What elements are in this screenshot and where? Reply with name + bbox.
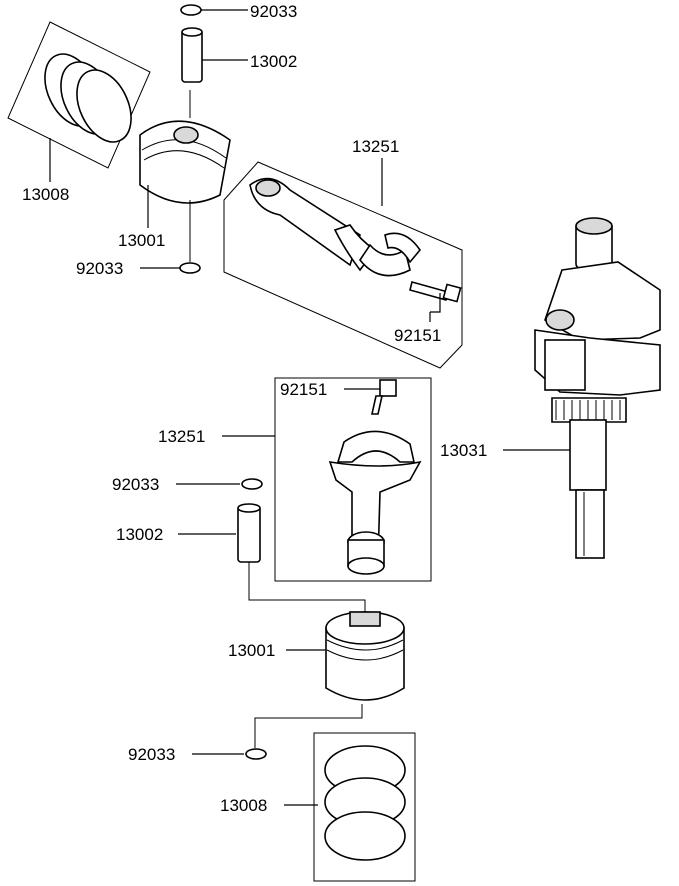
callout-bolt-mid: 92151 — [280, 380, 327, 399]
clip-low — [241, 478, 263, 490]
piston-ring-set-top — [7, 21, 151, 169]
callout-piston-low: 13001 — [228, 641, 275, 660]
callout-clip-low: 92033 — [112, 475, 159, 494]
clip-top — [180, 4, 202, 16]
callout-pin-top: 13002 — [250, 52, 297, 71]
callout-rod-top: 13251 — [352, 137, 399, 156]
callout-rod-mid: 13251 — [158, 427, 205, 446]
piston-top — [139, 90, 231, 262]
callout-piston-top: 13001 — [118, 231, 165, 250]
piston-low — [325, 611, 405, 701]
piston-ring-set-bottom — [313, 732, 416, 882]
callout-rings-bottom: 13008 — [220, 796, 267, 815]
callout-pin-low: 13002 — [116, 525, 163, 544]
leader-lines — [49, 9, 570, 806]
crankshaft — [534, 217, 661, 559]
clip-mid — [179, 262, 201, 274]
connecting-rod-mid — [274, 377, 432, 582]
rod-bolt-top — [409, 281, 462, 303]
callout-clip-bottom: 92033 — [128, 745, 175, 764]
clip-bottom — [245, 748, 267, 760]
callout-crankshaft: 13031 — [440, 441, 487, 460]
callout-rings-top: 13008 — [22, 185, 69, 204]
callout-clip-top: 92033 — [250, 2, 297, 21]
rod-bolt-mid — [371, 379, 397, 415]
connecting-rod-top — [223, 161, 463, 369]
piston-pin-low — [237, 503, 261, 563]
callout-bolt-top: 92151 — [394, 326, 441, 345]
callout-clip-mid: 92033 — [76, 259, 123, 278]
piston-pin-top — [181, 27, 203, 83]
